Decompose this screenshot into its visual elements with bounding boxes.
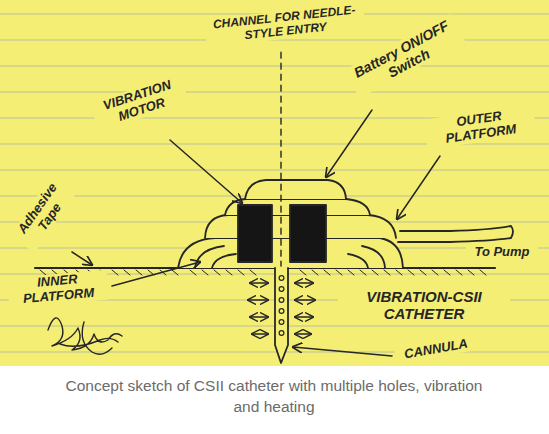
figure-caption: Concept sketch of CSII catheter with mul… (54, 376, 494, 418)
signature-scribble (48, 318, 122, 354)
cannula-holes (279, 276, 284, 336)
part-label: To Pump (466, 245, 538, 260)
part-label: VIBRATION-CSII CATHETER (338, 288, 510, 323)
cannula (275, 268, 288, 363)
paper (0, 0, 549, 366)
part-label: INNER PLATFORM (7, 270, 109, 308)
vibration-motor (290, 205, 326, 262)
part-label: OUTER PLATFORM (423, 104, 536, 149)
vibration-motor (238, 205, 272, 262)
part-label: CHANNEL FOR NEEDLE-STYLE ENTRY (204, 3, 366, 47)
vibration-arrows (248, 283, 315, 334)
battery-cap (245, 180, 346, 199)
part-label: CANNULA (394, 335, 477, 364)
part-label: Adhesive Tape (10, 173, 78, 252)
pump-tube (398, 226, 513, 242)
needle-channel (280, 52, 281, 266)
part-label: VIBRATION MOTOR (90, 74, 190, 132)
